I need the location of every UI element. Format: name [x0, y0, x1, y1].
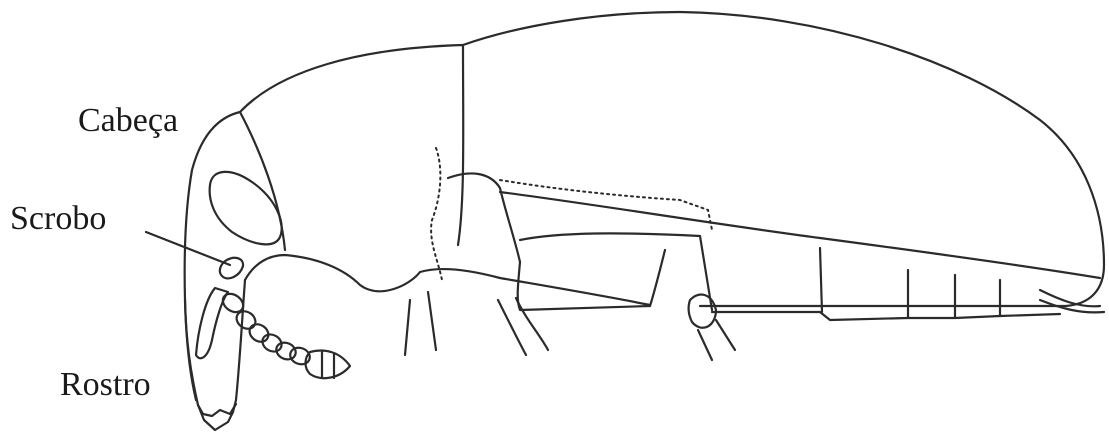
- middle-leg: [498, 298, 548, 355]
- label-rostrum: Rostro: [60, 368, 151, 402]
- label-head: Cabeça: [78, 104, 178, 138]
- mesothorax-dotted-line: [431, 148, 442, 280]
- prothorax-underside: [245, 255, 650, 305]
- pronotum-edge: [240, 112, 285, 250]
- elytral-fold-dotted-line: [500, 180, 712, 230]
- antenna-club: [306, 351, 351, 379]
- front-leg: [405, 292, 436, 355]
- rostrum-outline: [185, 280, 245, 430]
- head-outline: [185, 112, 240, 400]
- ventral-segments: [712, 312, 1060, 320]
- label-scrobe: Scrobo: [10, 202, 106, 236]
- scrobe-groove: [220, 258, 243, 279]
- elytra-outline: [463, 12, 1104, 306]
- antenna-segments: [219, 290, 312, 367]
- ventral-plate-3: [518, 250, 665, 310]
- rostrum-tip: [198, 404, 236, 416]
- elytra-lower-edge: [500, 192, 1100, 278]
- scrobe-pointer-line: [146, 232, 230, 265]
- ventral-plate-1: [448, 173, 520, 262]
- pronotum-outline: [240, 45, 463, 245]
